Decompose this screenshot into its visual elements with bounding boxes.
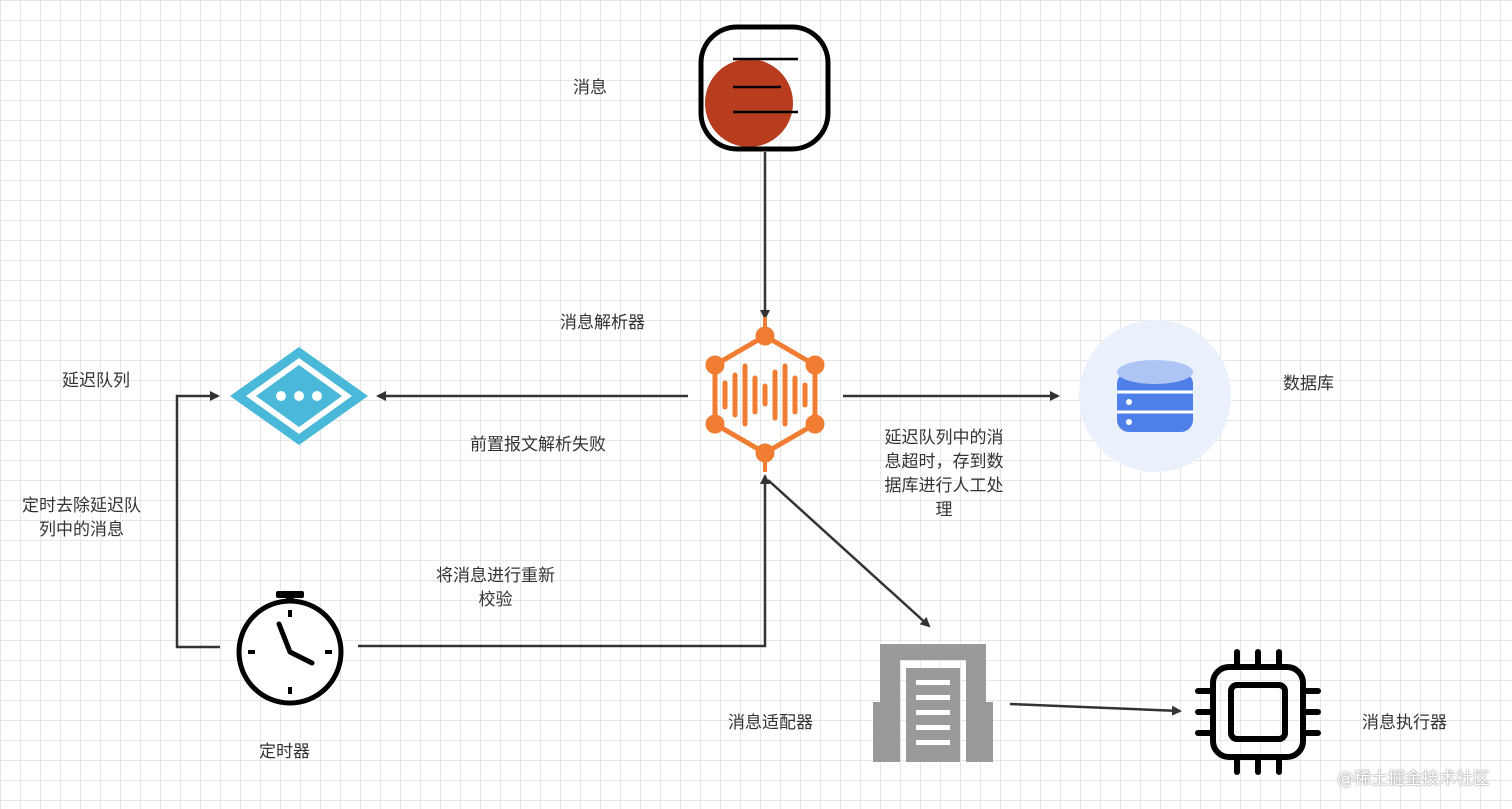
parser-icon: [705, 317, 825, 472]
timer-remove-line-1: 定时去除延迟队: [22, 496, 141, 516]
delay-queue-icon: [230, 347, 368, 445]
timer-remove-line-2: 列中的消息: [39, 520, 124, 540]
stopwatch-icon: [236, 591, 344, 706]
timeout-store-label: 延迟队列中的消 息超时，存到数 据库进行人工处 理: [864, 426, 1024, 522]
edge-parser-to-adapter: [767, 479, 931, 628]
message-icon: [698, 24, 831, 152]
timeout-store-line-1: 延迟队列中的消: [884, 428, 1004, 448]
revalidate-label: 将消息进行重新 校验: [418, 564, 573, 612]
timeout-store-line-2: 息超时，存到数: [884, 452, 1004, 472]
timer-remove-label: 定时去除延迟队 列中的消息: [4, 494, 159, 542]
parse-fail-label: 前置报文解析失败: [470, 435, 606, 455]
database-label: 数据库: [1283, 374, 1334, 394]
delay-queue-label: 延迟队列: [62, 371, 130, 391]
edge-adapter-to-executor: [1009, 702, 1182, 716]
chip-icon: [1195, 649, 1321, 775]
edge-timer-to-parser: [358, 474, 770, 648]
adapter-label: 消息适配器: [728, 713, 813, 733]
timer-label: 定时器: [259, 742, 310, 762]
parser-label: 消息解析器: [560, 313, 645, 333]
executor-label: 消息执行器: [1362, 713, 1447, 733]
adapter-icon: [873, 644, 993, 762]
edge-timer-to-delay-queue: [175, 391, 220, 649]
message-label: 消息: [573, 78, 607, 98]
database-icon: [1079, 320, 1231, 472]
watermark: @稀土掘金技术社区: [1337, 769, 1490, 789]
timeout-store-line-4: 理: [935, 500, 953, 520]
revalidate-line-1: 将消息进行重新: [436, 566, 555, 586]
revalidate-line-2: 校验: [478, 590, 513, 610]
timeout-store-line-3: 据库进行人工处: [884, 476, 1004, 496]
